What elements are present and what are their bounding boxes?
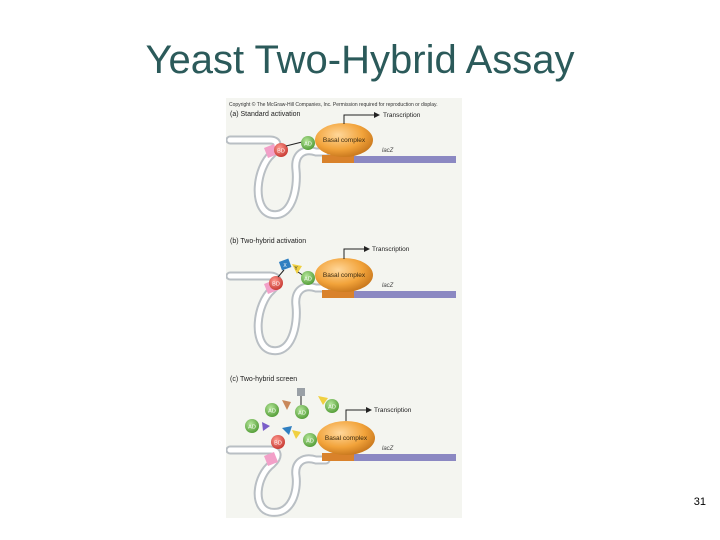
bd-domain-b (269, 276, 283, 290)
slide-title: Yeast Two-Hybrid Assay (145, 38, 575, 82)
ad-label-a: AD (304, 142, 312, 148)
transcription-arrow-b (343, 248, 364, 259)
svg-text:AD: AD (328, 405, 336, 411)
transcription-label-c: Transcription (374, 407, 412, 414)
bd-label-a: BD (277, 149, 285, 155)
svg-text:AD: AD (298, 411, 306, 417)
ad-library-3 (295, 405, 309, 419)
basal-complex-b (315, 258, 373, 292)
ad-library-1 (245, 419, 259, 433)
basal-complex-a (315, 123, 373, 157)
gene-label-a: lacZ (382, 148, 394, 154)
panel-b: (b) Two-hybrid activation lacZ BD X Y AD… (226, 238, 456, 356)
lacz-bar-a (354, 156, 456, 163)
gene-label-c: lacZ (382, 446, 394, 452)
gene-label-b: lacZ (382, 283, 394, 289)
ad-label-c: AD (306, 439, 314, 445)
bd-domain-c (271, 435, 285, 449)
lacz-bar-b (354, 291, 456, 298)
library-prey-3 (297, 388, 305, 396)
promoter-b (322, 290, 354, 298)
library-prey-1 (262, 422, 270, 431)
page-number: 31 (693, 496, 706, 508)
pink-site-c (264, 452, 278, 466)
promoter-a (322, 155, 354, 163)
lacz-bar-c (354, 454, 456, 461)
promoter-c (322, 453, 354, 461)
library-prey-4 (318, 396, 328, 405)
bd-label-b: BD (272, 282, 280, 288)
library-prey-2 (282, 400, 291, 410)
protein-y-b (292, 264, 302, 274)
ad-library-4 (325, 399, 339, 413)
x-label-b: X (283, 263, 287, 269)
ad-domain-b (301, 271, 315, 285)
panel-c-heading: (c) Two-hybrid screen (230, 376, 297, 383)
two-hybrid-figure: Copyright © The McGraw-Hill Companies, I… (226, 98, 462, 518)
y-label-b: Y (294, 266, 298, 272)
basal-label-b: Basal complex (323, 272, 366, 279)
transcription-arrow-c (345, 409, 366, 421)
panel-b-heading: (b) Two-hybrid activation (230, 238, 306, 245)
basal-label-c: Basal complex (325, 435, 368, 442)
bait-protein-c (282, 426, 292, 435)
bd-label-c: BD (274, 441, 282, 447)
basal-label-a: Basal complex (323, 137, 366, 144)
bd-domain-a (274, 143, 288, 157)
basal-complex-c (317, 421, 375, 455)
transcription-arrow-a (343, 114, 374, 124)
transcription-label-a: Transcription (383, 112, 421, 119)
panel-a-heading: (a) Standard activation (230, 111, 301, 118)
svg-text:AD: AD (248, 425, 256, 431)
ad-domain-c (303, 433, 317, 447)
ad-label-b: AD (304, 277, 312, 283)
ad-domain-a (301, 136, 315, 150)
copyright-text: Copyright © The McGraw-Hill Companies, I… (229, 101, 438, 108)
svg-text:AD: AD (268, 409, 276, 415)
matching-prey-c (292, 430, 301, 439)
panel-a: (a) Standard activation lacZ BD AD Basal… (226, 111, 456, 220)
panel-c: (c) Two-hybrid screen lacZ BD AD AD AD A… (226, 376, 456, 517)
two-hybrid-diagram: Copyright © The McGraw-Hill Companies, I… (226, 101, 456, 517)
transcription-label-b: Transcription (372, 246, 410, 253)
protein-x-b (278, 258, 292, 271)
ad-library-2 (265, 403, 279, 417)
